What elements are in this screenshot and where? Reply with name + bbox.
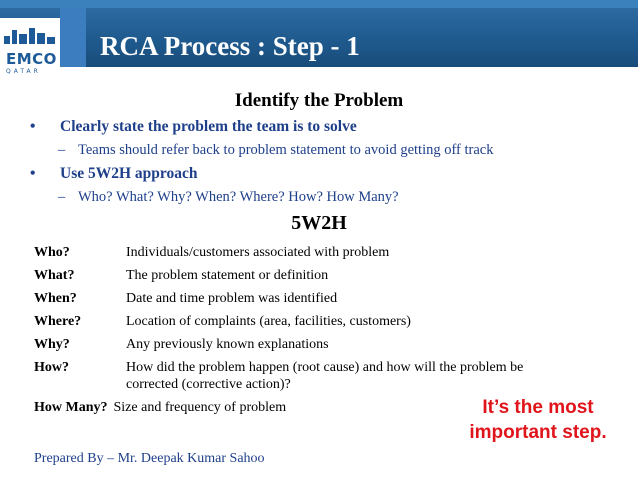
row-value: The problem statement or definition	[126, 268, 329, 283]
sub-bullet-text: Teams should refer back to problem state…	[78, 142, 494, 158]
header-band	[0, 0, 638, 67]
sub-bullet-item: – Teams should refer back to problem sta…	[58, 142, 630, 159]
callout-line: It’s the most	[482, 397, 594, 418]
row-key: How?	[34, 360, 69, 375]
logo: EMCO QATAR	[0, 18, 60, 76]
row-value: Size and frequency of problem	[113, 400, 287, 415]
logo-subtext: QATAR	[6, 68, 41, 75]
callout-line: important step.	[469, 422, 607, 443]
bullet-item: • Use 5W2H approach	[30, 165, 630, 183]
row-value: Date and time problem was identified	[126, 291, 338, 306]
header-stripe	[0, 0, 638, 8]
sub-bullet-item: – Who? What? Why? When? Where? How? How …	[58, 189, 630, 206]
row-value: Any previously known explanations	[126, 337, 329, 352]
callout-note: It’s the most important step.	[452, 395, 624, 445]
logo-accent-bar	[60, 8, 86, 67]
table-row: When? Date and time problem was identifi…	[34, 290, 594, 307]
table-row: What? The problem statement or definitio…	[34, 267, 594, 284]
slide-title: RCA Process : Step - 1	[100, 31, 360, 61]
table-row: Where? Location of complaints (area, fac…	[34, 313, 594, 330]
row-value: Individuals/customers associated with pr…	[126, 245, 390, 260]
bullet-list: • Clearly state the problem the team is …	[30, 118, 630, 212]
row-value: How did the problem happen (root cause) …	[126, 360, 524, 392]
dash-icon: –	[58, 189, 66, 205]
section-title: 5W2H	[291, 212, 347, 234]
bullet-dot-icon: •	[30, 165, 36, 182]
logo-text: EMCO	[6, 50, 57, 68]
bullet-item: • Clearly state the problem the team is …	[30, 118, 630, 136]
table-row: How? How did the problem happen (root ca…	[34, 359, 594, 393]
slide-subtitle: Identify the Problem	[234, 90, 404, 111]
row-key: Where?	[34, 314, 82, 329]
skyline-icon	[4, 28, 55, 44]
row-key: Who?	[34, 245, 70, 260]
definition-table: Who? Individuals/customers associated wi…	[34, 244, 594, 422]
table-row: How Many? Size and frequency of problem	[34, 399, 594, 416]
bullet-text: Use 5W2H approach	[60, 165, 198, 182]
bullet-dot-icon: •	[30, 118, 36, 135]
row-key: What?	[34, 268, 75, 283]
table-row: Who? Individuals/customers associated wi…	[34, 244, 594, 261]
sub-bullet-text: Who? What? Why? When? Where? How? How Ma…	[78, 189, 399, 205]
row-value: Location of complaints (area, facilities…	[126, 314, 411, 329]
row-key: When?	[34, 291, 77, 306]
dash-icon: –	[58, 142, 66, 158]
row-key: Why?	[34, 337, 70, 352]
bullet-text: Clearly state the problem the team is to…	[60, 118, 357, 135]
footer-credit: Prepared By – Mr. Deepak Kumar Sahoo	[34, 451, 265, 466]
row-key: How Many?	[34, 400, 108, 415]
table-row: Why? Any previously known explanations	[34, 336, 594, 353]
